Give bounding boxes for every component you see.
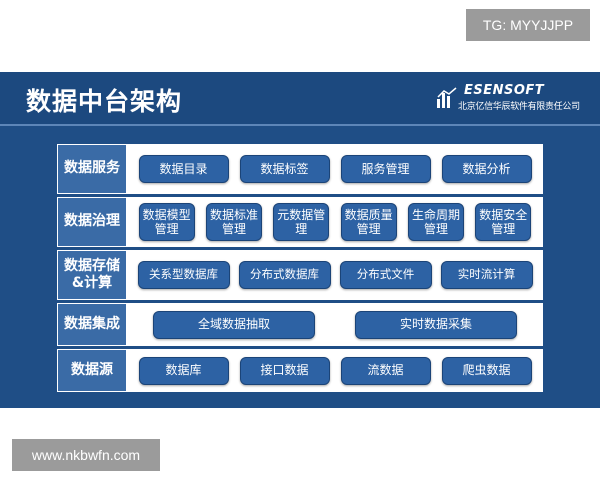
layer-items: 数据目录 数据标签 服务管理 数据分析	[127, 144, 543, 194]
layer-row-source: 数据源 数据库 接口数据 流数据 爬虫数据	[57, 349, 543, 392]
module-chip: 数据安全管理	[475, 203, 532, 241]
layer-row-integration: 数据集成 全域数据抽取 实时数据采集	[57, 303, 543, 346]
layer-items: 数据模型管理 数据标准管理 元数据管理 数据质量管理 生命周期管理 数据安全管理	[127, 197, 543, 247]
layer-row-governance: 数据治理 数据模型管理 数据标准管理 元数据管理 数据质量管理 生命周期管理 数…	[57, 197, 543, 247]
module-chip: 实时数据采集	[355, 310, 517, 339]
watermark-bottom: www.nkbwfn.com	[12, 439, 160, 471]
module-chip: 爬虫数据	[441, 356, 532, 385]
module-chip: 关系型数据库	[137, 261, 230, 289]
layer-row-service: 数据服务 数据目录 数据标签 服务管理 数据分析	[57, 144, 543, 194]
module-chip: 分布式文件	[339, 261, 432, 289]
layer-label: 数据服务	[57, 144, 127, 194]
module-chip: 服务管理	[340, 155, 431, 183]
brand-bars-icon	[437, 87, 457, 108]
module-chip: 分布式数据库	[238, 261, 331, 289]
layer-items: 数据库 接口数据 流数据 爬虫数据	[127, 349, 543, 392]
module-chip: 数据标准管理	[205, 203, 262, 241]
module-chip: 数据分析	[441, 155, 532, 183]
module-chip: 全域数据抽取	[153, 310, 315, 339]
architecture-slide: 数据中台架构 ESENSOFT 北京亿信华辰软件有限责任公司 数据服务 数据目录…	[0, 72, 600, 408]
layer-label: 数据存储&计算	[57, 250, 127, 300]
module-chip: 数据标签	[239, 155, 330, 183]
module-chip: 生命周期管理	[407, 203, 464, 241]
module-chip: 实时流计算	[440, 261, 533, 289]
brand-name: ESENSOFT	[464, 83, 545, 98]
module-chip: 数据质量管理	[340, 203, 397, 241]
brand-company: 北京亿信华辰软件有限责任公司	[458, 102, 580, 112]
brand-logo: ESENSOFT 北京亿信华辰软件有限责任公司	[436, 83, 586, 113]
layer-label: 数据源	[57, 349, 127, 392]
module-chip: 流数据	[340, 356, 431, 385]
layer-label: 数据集成	[57, 303, 127, 346]
module-chip: 元数据管理	[273, 203, 330, 241]
layer-row-storage: 数据存储&计算 关系型数据库 分布式数据库 分布式文件 实时流计算	[57, 250, 543, 300]
slide-title: 数据中台架构	[26, 87, 183, 116]
module-chip: 数据模型管理	[138, 203, 195, 241]
module-chip: 数据库	[138, 356, 229, 385]
layer-label: 数据治理	[57, 197, 127, 247]
layer-items: 全域数据抽取 实时数据采集	[127, 303, 543, 346]
watermark-top: TG: MYYJJPP	[466, 9, 590, 41]
layer-items: 关系型数据库 分布式数据库 分布式文件 实时流计算	[127, 250, 543, 300]
module-chip: 接口数据	[239, 356, 330, 385]
module-chip: 数据目录	[138, 155, 229, 183]
title-bar: 数据中台架构 ESENSOFT 北京亿信华辰软件有限责任公司	[0, 72, 600, 126]
